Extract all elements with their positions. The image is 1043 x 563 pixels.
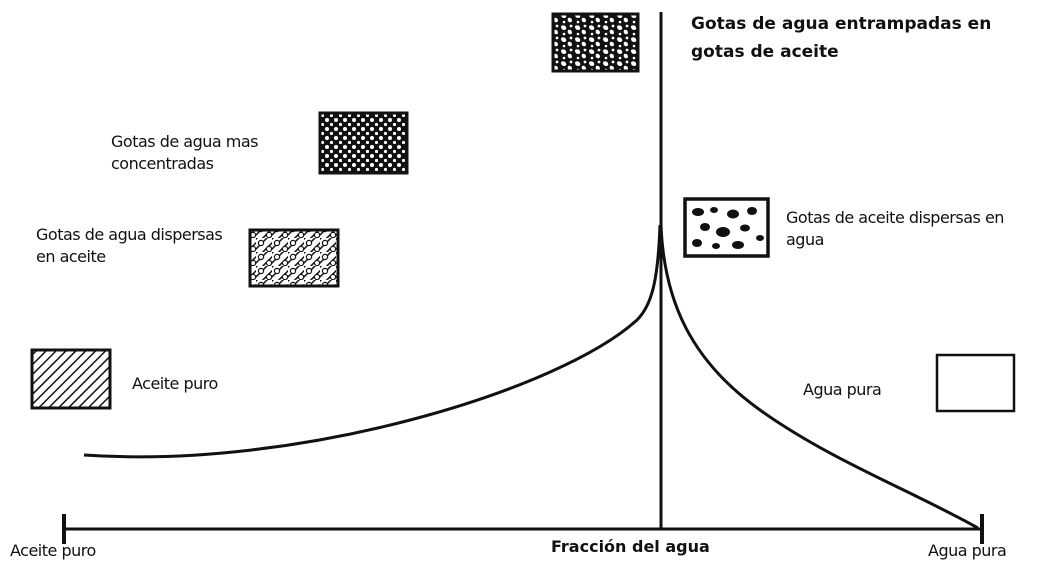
oil-dispersed-label: Gotas de aceite dispersas en agua — [786, 208, 1004, 249]
pure-oil-sample-label: Aceite puro — [132, 374, 218, 393]
oil-side-curve — [83, 224, 662, 459]
oil-dispersed-texture — [683, 197, 770, 258]
axis-right-label: Agua pura — [928, 541, 1007, 560]
axis-left-label: Aceite puro — [10, 541, 96, 560]
concentrated-droplets-label: Gotas de agua mas concentradas — [111, 132, 259, 173]
trapped-droplets-label: Gotas de agua entrampadas en gotas de ac… — [691, 14, 992, 62]
dispersed-water-label: Gotas de agua dispersas en aceite — [36, 225, 223, 266]
trapped-droplets-texture — [551, 12, 640, 73]
pure-water-sample-label: Agua pura — [803, 380, 882, 399]
water-side-curve — [659, 224, 979, 530]
pure-water-texture — [935, 353, 1016, 413]
concentrated-droplets-texture — [318, 111, 409, 175]
axis-center-label: Fracción del agua — [551, 537, 710, 556]
pure-oil-texture — [30, 348, 112, 410]
dispersed-water-texture — [248, 228, 340, 288]
